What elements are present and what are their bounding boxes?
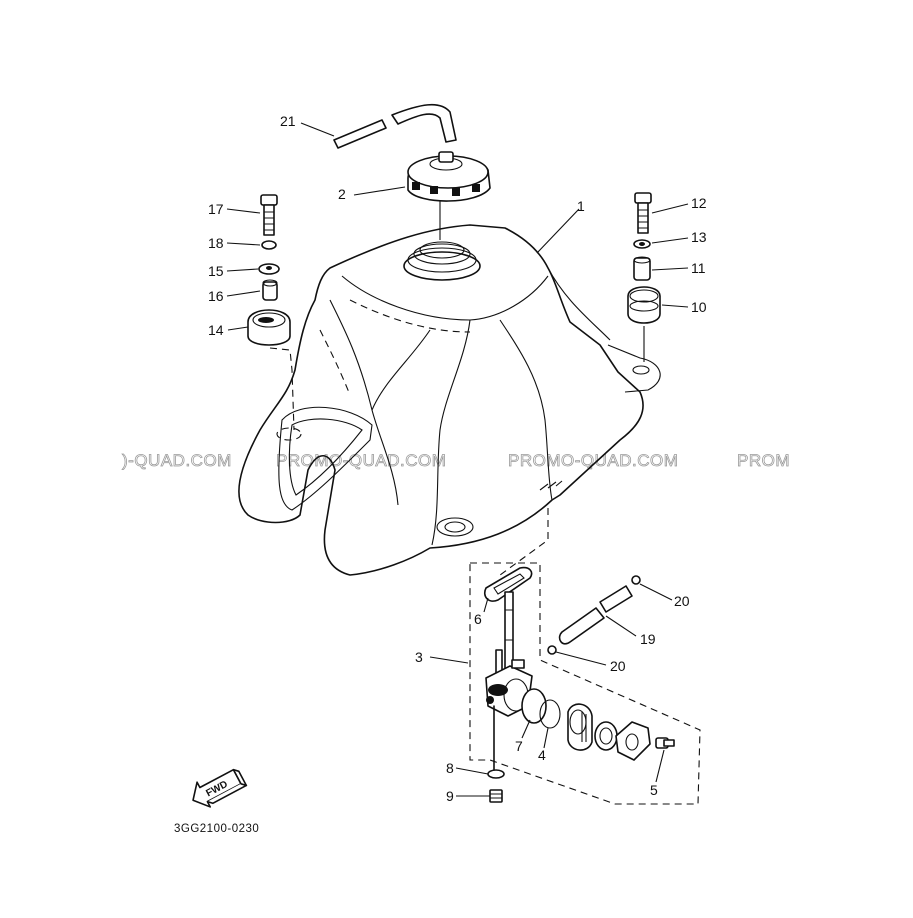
callout-7: 7 <box>515 738 523 754</box>
callout-14: 14 <box>208 322 224 338</box>
callout-5: 5 <box>650 782 658 798</box>
watermark: )-QUAD.COM PROMO-QUAD.COM PROMO-QUAD.COM… <box>122 451 790 471</box>
callout-9: 9 <box>446 788 454 804</box>
callout-10: 10 <box>691 299 707 315</box>
fuel-cap <box>407 151 491 202</box>
fuel-hose <box>547 575 641 655</box>
drain-parts <box>487 769 505 803</box>
callout-18: 18 <box>208 235 224 251</box>
fwd-arrow: FWD <box>192 768 248 808</box>
watermark-text-3: PROMO-QUAD.COM <box>508 451 678 470</box>
callout-17: 17 <box>208 201 224 217</box>
callout-19: 19 <box>640 631 656 647</box>
callout-13: 13 <box>691 229 707 245</box>
left-mount-hardware <box>247 194 295 431</box>
callout-20-upper: 20 <box>674 593 690 609</box>
leader-lines <box>226 122 689 797</box>
callout-8: 8 <box>446 760 454 776</box>
callout-11: 11 <box>691 260 706 276</box>
fuel-cock-box <box>469 508 701 805</box>
callout-2: 2 <box>338 186 346 202</box>
callout-1: 1 <box>577 198 585 214</box>
right-mount-hardware <box>627 192 661 362</box>
callout-numbers: 21 2 1 17 18 15 16 14 12 13 11 10 3 6 7 … <box>208 113 707 804</box>
fuel-cock <box>485 591 533 771</box>
callout-20-lower: 20 <box>610 658 626 674</box>
callout-21: 21 <box>280 113 296 129</box>
callout-12: 12 <box>691 195 707 211</box>
watermark-text-4: PROM <box>737 451 790 470</box>
fuel-tank <box>238 224 661 576</box>
callout-15: 15 <box>208 263 224 279</box>
diagram-code: 3GG2100-0230 <box>174 823 259 835</box>
o-rings <box>521 688 561 729</box>
filler-neck <box>403 200 481 281</box>
watermark-text-1: )-QUAD.COM <box>122 451 232 470</box>
vent-hose <box>333 103 457 149</box>
callout-3: 3 <box>415 649 423 665</box>
valve-parts <box>567 703 675 761</box>
gasket <box>483 566 533 602</box>
watermark-text-2: PROMO-QUAD.COM <box>276 451 446 470</box>
callout-4: 4 <box>538 747 546 763</box>
callout-16: 16 <box>208 288 224 304</box>
callout-6: 6 <box>474 611 482 627</box>
